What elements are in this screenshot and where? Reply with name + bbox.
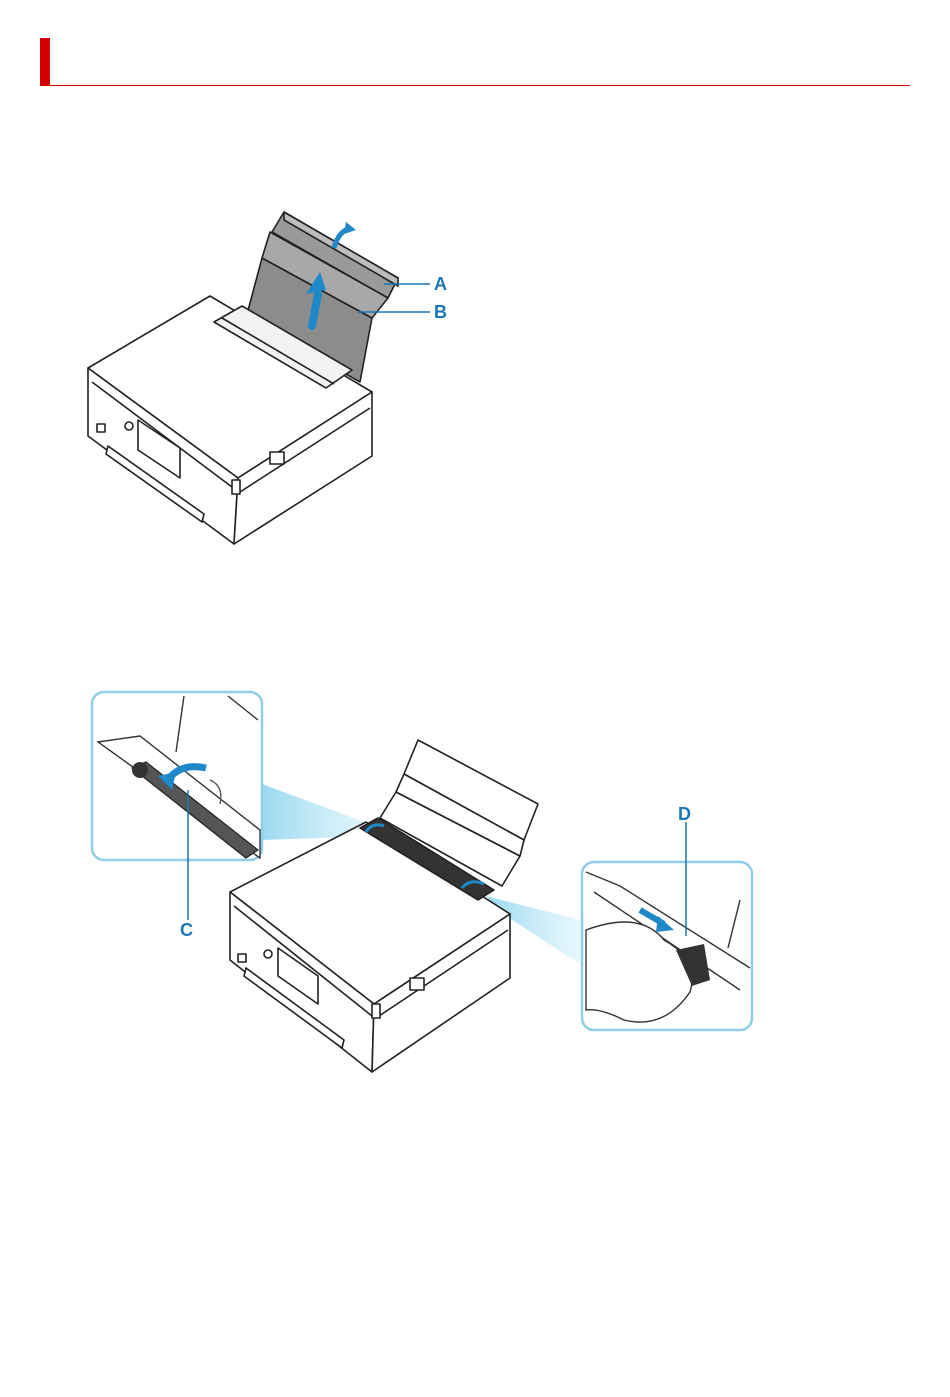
callout-b: B [434,302,447,322]
callout-a: A [434,274,447,294]
printer-illustration-1 [88,212,398,544]
zoom-inset-right [582,822,752,1030]
callout-c: C [180,920,193,940]
callout-d: D [678,804,691,824]
zoom-inset-left [92,692,262,920]
